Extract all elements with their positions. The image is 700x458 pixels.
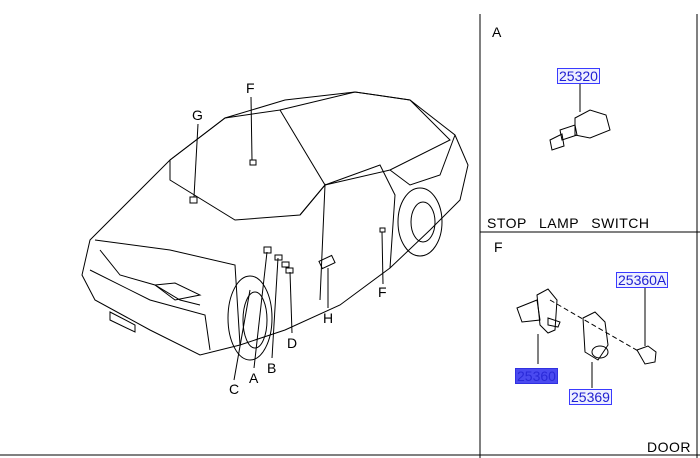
part-number-25320[interactable]: 25320 [557, 68, 600, 84]
stop-lamp-switch-illustration [549, 84, 611, 151]
callout-d[interactable]: D [287, 335, 298, 351]
panel-a-letter: A [492, 24, 502, 40]
part-number-25360a[interactable]: 25360A [616, 272, 669, 288]
callout-a[interactable]: A [249, 370, 259, 386]
callout-f-windshield[interactable]: F [246, 80, 255, 96]
panel-f-letter: F [494, 239, 503, 255]
callout-b[interactable]: B [267, 360, 277, 376]
part-number-25369[interactable]: 25369 [569, 389, 612, 405]
panel-a-caption: STOP LAMP SWITCH [487, 215, 650, 231]
panel-f-caption: DOOR [647, 439, 691, 455]
door-switch-illustration [516, 288, 657, 388]
callout-h[interactable]: H [323, 310, 334, 326]
callout-g[interactable]: G [192, 107, 203, 123]
callout-c[interactable]: C [229, 381, 240, 397]
callout-f-door[interactable]: F [378, 284, 387, 300]
car-illustration [81, 91, 469, 381]
part-number-25360[interactable]: 25360 [515, 368, 558, 384]
